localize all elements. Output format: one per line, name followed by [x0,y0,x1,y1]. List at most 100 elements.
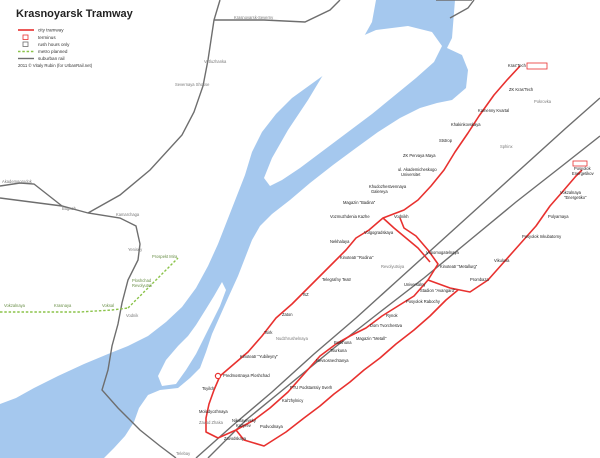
rail-label-yenisey: Yenisey [128,247,143,252]
stop-vspomogatelnaya: Vspomogatelnaya [426,250,459,255]
stop-magazin-badino: Magazin "Badina" [343,200,376,205]
stop-magazin-metall: Magazin "Metall" [356,336,387,341]
legend-label-rush-hours: rush hours only [38,42,70,47]
rail-north-loop [87,0,221,214]
stop-predmostnaya: Predmostnaya Ploshchad [223,373,270,378]
stop-podvodnaya: Podvodnaya [260,424,283,429]
rail-label-kamarchaga: Kamarchaga [116,212,140,217]
rail-label-krasnoyarsk-severny: Krasnoyarsk-Severny [234,15,274,20]
stop-volgogradskaya: Volgogradskaya [364,230,394,235]
tram-main-corridor [219,65,521,377]
river-island-north [264,26,442,186]
rail-label-revolyutsiya: Revolyutsiya [381,264,405,269]
river-island-south [158,282,226,386]
stop-kinoteatr-metallurg: Kinoteatr "Metallurg" [440,264,478,269]
stop-universalny: Universalny [404,282,426,287]
legend: city tramway terminus rush hours only me… [18,28,93,68]
stop-akademik-2: Universitet [401,172,421,177]
river-label-line-1: Yenisey [254,249,286,259]
stop-kinoteatr-rodina: Kinoteatr "Rodina" [340,255,374,260]
rail-label-sphinx: Sphinx [500,144,513,149]
terminus-kras-north [526,62,548,70]
rail-label-pokrovka: Pokrovka [534,99,552,104]
rail-label-akademgorodok: Akademgorodok [2,179,33,184]
map-header: Krasnoyarsk Tramway [16,8,134,20]
stop-kalymynovy: Kal'zhylnicy [282,398,304,403]
legend-label-city-tramway: city tramway [38,28,64,33]
stop-posyolok-rabochy: Posyolok Rabochy [406,299,441,304]
termini [214,62,588,380]
stop-nikolaevsky-2: Kozyrev [236,423,252,428]
metro-label-vokzalnaya: Vokzalnaya [4,303,26,308]
rail-east-diagonal-north [195,97,600,458]
tram-southeast-lower [217,217,439,439]
rail-label-telebay: Telebay [176,451,191,456]
rail-label-nudzhrushelnaya: Nudzhrushelnaya [276,336,309,341]
tram-east-branch [427,169,583,293]
rail-label-bugach: Bugach [62,206,77,211]
stop-khaknkovskaya: Khakinkovskaya [451,122,481,127]
stop-nevsosnechtanya: Nevsosnechtanya [316,358,349,363]
stop-dom-tvorchestva: Dom Tvorchestva [370,323,403,328]
tram-lower-connector [235,289,459,447]
stop-nikolaevsky-1: Nikolayevsky [232,418,257,423]
rail-northwest-branch [0,197,177,458]
stop-ptu-podstantsia: PTU Podstantsiy Sverh [290,385,333,390]
stop-kras-1: Kras'Tech [508,63,527,68]
terminus-predmostnaya [214,372,222,380]
stop-zaton: Zaton [282,312,293,317]
rail-label-vetluzhanka: Vetluzhanka [204,59,227,64]
rail-akademgorodok-spur [0,182,63,207]
stop-tsurkuna: Tsurkuna [330,348,347,353]
rail-label-zavod-zhaka: Zavod Zhaka [199,420,224,425]
stop-ststrop: Ststrop [439,138,453,143]
stop-rynok: Rynok [386,313,399,318]
stop-polyarnaya: Polyarnaya [548,214,569,219]
terminus-posyolok-energetikov [572,160,588,167]
stop-posyolok-energetikov-1: Posyolok [574,166,592,171]
legend-label-terminus: terminus [38,35,56,40]
stop-telegrafny-teatr: Telegrafny Teatr [322,277,352,282]
map-credit: 2011 © Vitaly Rubin (for UrbanRail.net) [18,63,93,68]
legend-label-suburban: suburban rail [38,56,65,61]
stop-zavodskaya: Zavodskaya [224,436,247,441]
stop-vodnikh: Vodnikh [394,214,409,219]
stop-posyolok-inkubatorny: Posyolok Inkubatorny [522,234,562,239]
stop-kinoteatr-yubileyny: Kinoteatr "Yubileyny" [240,354,278,359]
metro-label-ploshchad-1: Ploshchad [132,278,152,283]
metro-planned [0,257,179,313]
metro-line-west [0,307,129,313]
stop-vokzalnaya-ul-2: "Energetiko" [564,195,587,200]
stop-nekhalaya: Nekhalaya [330,239,350,244]
stop-tsz: TsZ [302,292,309,297]
metro-labels: Prospekt Mira Ploshchad Revolyutsii Vokz… [4,254,178,308]
rail-far-northeast [449,0,475,19]
legend-swatch-rush-hours [22,41,29,47]
river-label-line-2: River [258,265,280,275]
stop-akademik-1: ul. Akademicheskogo [398,167,437,172]
stop-posyolok-energetikov-2: Energetikov [572,171,595,176]
metro-label-krasnaya: Krasnaya [54,303,72,308]
tram-mid-connector [382,217,431,263]
stop-prombaza: Prombaza [470,277,489,282]
stop-vokzalnaya-ul-1: Vokzalnaya [560,190,582,195]
stop-kras-2: ZK Kras'Tech [509,87,534,92]
tram-south-branch [205,375,221,439]
stop-borkhuna: Borkhuna [334,340,352,345]
stop-vikulova: Vikulova [494,258,510,263]
legend-label-metro: metro planned [38,49,68,54]
stop-stadion-avangard: Stadion "Avangard" [420,288,456,293]
stop-molodyozhnaya: Molodyozhnaya [199,409,228,414]
stop-khudozhest-2: Galereya [371,189,388,194]
metro-label-prospekt-mira: Prospekt Mira [152,254,178,259]
yenisey-river: Yenisey River [0,0,468,458]
metro-label-voksal: Voksal [102,303,114,308]
rail-north-spur [214,0,341,23]
rail-label-vodnik: Vodnik [126,313,139,318]
metro-line-northeast [127,257,179,309]
rail-label-severnaya-shosse: Severnaya Shosse [175,82,210,87]
stop-kamenny-kvartal: Kamenny Kvartal [478,108,509,113]
